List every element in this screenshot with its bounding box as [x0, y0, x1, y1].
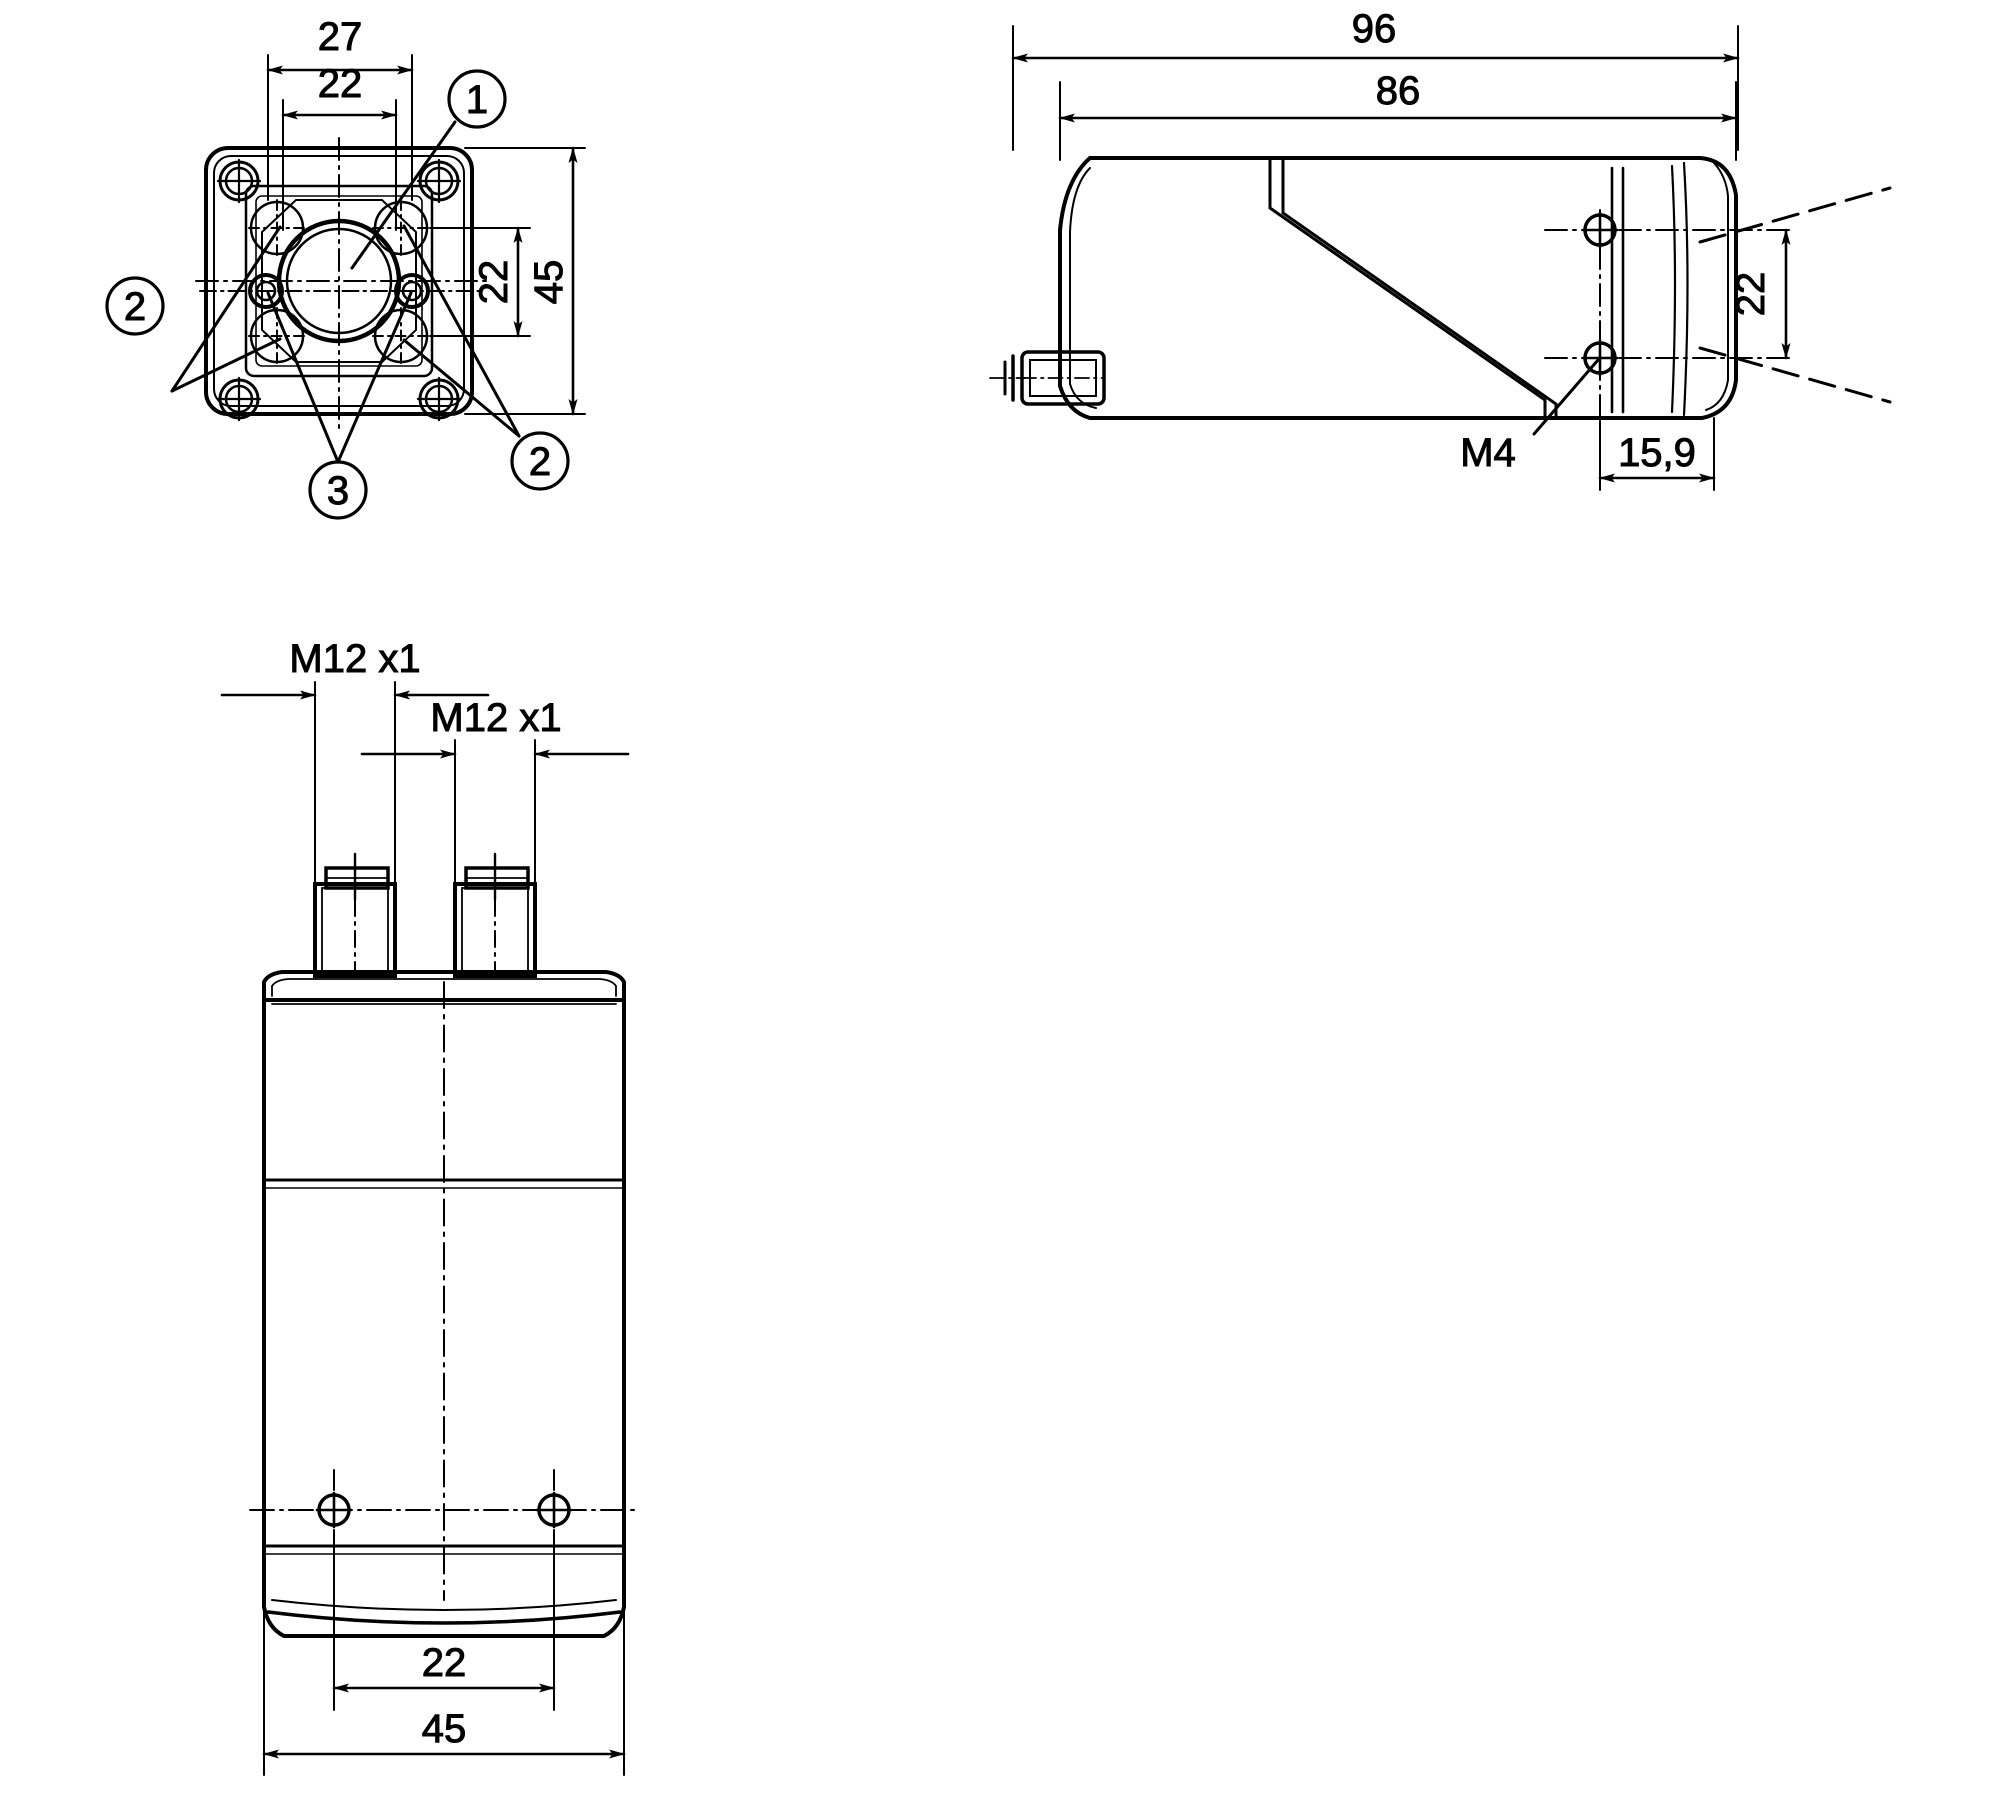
- dimension-15-9-label: 15,9: [1618, 431, 1696, 475]
- m4-label: M4: [1460, 431, 1516, 475]
- side-view-beam-lines: [1698, 186, 1892, 404]
- balloon-1-label: 1: [466, 78, 488, 122]
- dimension-86: [1058, 81, 1738, 161]
- front-view: 27 22 22 45 1: [105, 15, 586, 520]
- dimension-45-vertical: [464, 146, 586, 416]
- dimension-15-9: [1598, 417, 1716, 491]
- top-view-body-outline: [262, 998, 626, 1638]
- side-view: 96 86 22 M4 15,9: [989, 7, 1892, 491]
- dimension-27: [266, 54, 414, 201]
- dimension-96-label: 96: [1352, 7, 1397, 51]
- balloon-1-leader: [350, 120, 457, 270]
- balloon-2-left: 2: [105, 276, 165, 336]
- dimension-45-vertical-label: 45: [527, 260, 571, 305]
- balloon-3: 3: [308, 460, 368, 520]
- side-view-groove: [1268, 156, 1558, 420]
- dimension-45-bottom-label: 45: [422, 1707, 467, 1751]
- front-view-corner-screws: [216, 158, 462, 422]
- dimension-96: [1011, 25, 1740, 151]
- dimension-27-label: 27: [318, 15, 363, 59]
- balloon-3-label: 3: [327, 469, 349, 513]
- balloon-3-leaders: [266, 291, 413, 464]
- dimension-m12x1-left-label: M12 x1: [289, 637, 420, 681]
- balloon-2-left-leaders: [170, 225, 282, 393]
- dimension-22-top: [281, 99, 398, 231]
- dimension-22-vertical-label: 22: [472, 260, 516, 305]
- top-view: M12 x1 M12 x1 22 45: [220, 637, 641, 1776]
- side-view-body-outline: [1058, 156, 1738, 420]
- dimension-86-label: 86: [1376, 69, 1421, 113]
- balloon-2-right-label: 2: [529, 440, 551, 484]
- dimension-m12x1-left: [220, 681, 490, 885]
- balloon-2-right-leaders: [402, 224, 521, 438]
- side-view-connector-stub: [989, 350, 1106, 406]
- balloon-2-left-label: 2: [124, 285, 146, 329]
- dimension-22-side-label: 22: [1729, 272, 1773, 317]
- dimension-22-bottom: [332, 1529, 556, 1711]
- dimension-45-bottom: [262, 1609, 626, 1776]
- dimension-m12x1-right-label: M12 x1: [430, 696, 561, 740]
- top-view-cap: [262, 970, 626, 1002]
- balloon-1: 1: [447, 69, 507, 129]
- side-view-right-face-band: [1610, 161, 1689, 417]
- top-view-connector-left: [313, 852, 397, 978]
- top-view-connector-right: [453, 852, 537, 978]
- m4-leader: [1532, 358, 1600, 436]
- balloon-2-right: 2: [510, 431, 570, 491]
- dimension-22-bottom-label: 22: [422, 1641, 467, 1685]
- dimension-22-top-label: 22: [318, 62, 363, 106]
- dimension-22-vertical: [429, 226, 531, 338]
- dimension-m12x1-right: [360, 739, 630, 885]
- front-view-led-holes: [248, 199, 430, 365]
